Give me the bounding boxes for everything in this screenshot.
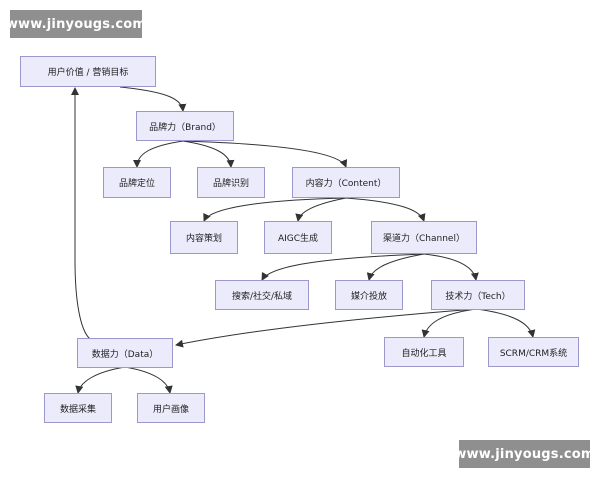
edge-content-to-content-planning: [203, 197, 347, 222]
edge-content-to-channel: [345, 197, 426, 222]
edge-brand-to-brand-identity: [182, 140, 235, 168]
edge-data-to-data-collection: [75, 366, 126, 394]
node-aigc: AIGC生成: [264, 221, 332, 254]
node-data: 数据力（Data）: [77, 338, 173, 368]
edge-tech-to-scrm: [475, 308, 536, 338]
edge-tech-to-automation: [421, 308, 477, 338]
node-tech: 技术力（Tech）: [431, 280, 525, 310]
node-user-profile: 用户画像: [137, 393, 205, 423]
node-content: 内容力（Content）: [292, 167, 400, 198]
edge-user-value-to-brand: [119, 86, 187, 112]
edge-channel-to-search-social: [261, 253, 425, 281]
edge-brand-to-brand-position: [133, 140, 184, 168]
edge-data-to-user-value: [71, 87, 91, 340]
watermark-bottom: www.jinyougs.com: [454, 440, 594, 468]
watermark-top: www.jinyougs.com: [6, 10, 146, 38]
node-automation: 自动化工具: [384, 337, 464, 367]
edge-channel-to-media-buying: [366, 253, 425, 281]
node-brand-position: 品牌定位: [103, 167, 171, 198]
node-media-buying: 媒介投放: [335, 280, 403, 310]
node-channel: 渠道力（Channel）: [371, 221, 477, 254]
edge-brand-to-content: [182, 140, 348, 168]
edge-channel-to-tech: [423, 253, 479, 281]
edge-data-to-user-profile: [124, 366, 173, 394]
node-scrm: SCRM/CRM系统: [488, 337, 579, 367]
node-content-planning: 内容策划: [170, 221, 238, 254]
edge-content-to-aigc: [295, 197, 347, 222]
edge-tech-to-data: [175, 308, 477, 348]
node-brand-identity: 品牌识别: [197, 167, 265, 198]
node-search-social: 搜索/社交/私域: [215, 280, 309, 310]
node-brand: 品牌力（Brand）: [136, 111, 234, 141]
node-data-collection: 数据采集: [44, 393, 112, 423]
node-user-value: 用户价值 / 营销目标: [20, 56, 156, 87]
